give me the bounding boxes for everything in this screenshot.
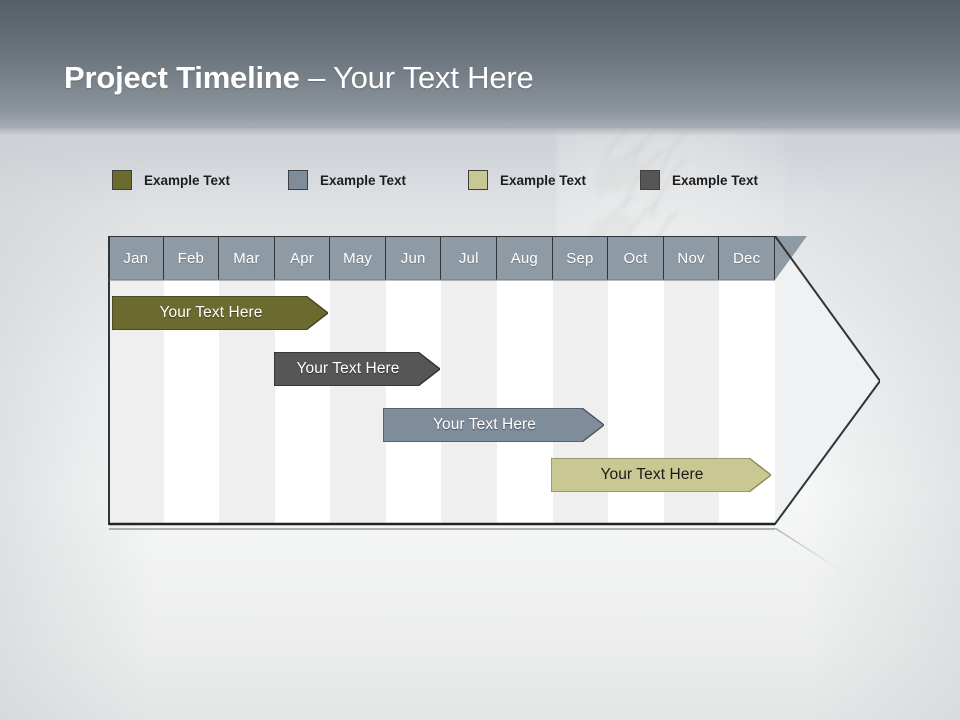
legend-swatch-icon-1 [112, 170, 132, 190]
page-title-bold: Project Timeline [64, 60, 300, 95]
task-bar-label-4: Your Text Here [600, 466, 704, 483]
task-bar-label-2: Your Text Here [296, 360, 400, 377]
task-bar-4[interactable]: Your Text Here [551, 458, 771, 492]
month-label-jul: Jul [458, 249, 479, 267]
month-column-jul[interactable]: Jul [441, 236, 498, 524]
month-header-jul[interactable]: Jul [441, 236, 498, 280]
month-label-dec: Dec [733, 249, 761, 267]
month-label-apr: Apr [290, 249, 314, 267]
month-label-mar: Mar [233, 249, 260, 267]
month-label-jan: Jan [123, 249, 149, 267]
task-bar-shape-2 [274, 352, 440, 386]
month-column-feb[interactable]: Feb [163, 236, 220, 524]
month-column-mar[interactable]: Mar [219, 236, 275, 524]
month-label-aug: Aug [510, 249, 538, 267]
arrow-head-header-wedge [775, 236, 807, 280]
legend-item-2[interactable]: Example Text [288, 170, 468, 190]
task-bar-1[interactable]: Your Text Here [112, 296, 328, 330]
month-column-body-aug [497, 280, 553, 524]
task-bar-shape-3 [383, 408, 604, 442]
legend-label-1: Example Text [144, 172, 231, 188]
month-label-oct: Oct [623, 249, 648, 267]
legend-item-1[interactable]: Example Text [112, 170, 288, 190]
arrow-head-fill [775, 236, 880, 524]
month-header-sep[interactable]: Sep [552, 236, 609, 280]
month-label-sep: Sep [566, 249, 594, 267]
month-column-body-jun [385, 280, 442, 524]
month-header-mar[interactable]: Mar [219, 236, 275, 280]
month-header-apr[interactable]: Apr [274, 236, 331, 280]
page-title-rest: – Your Text Here [299, 60, 534, 95]
title-band: Project Timeline – Your Text Here [0, 0, 960, 144]
month-header-jun[interactable]: Jun [385, 236, 442, 280]
month-column-body-jul [441, 280, 498, 524]
month-header-aug[interactable]: Aug [497, 236, 553, 280]
task-bar-label-3: Your Text Here [432, 416, 537, 433]
month-header-jan[interactable]: Jan [108, 236, 164, 280]
task-bar-shape-1 [112, 296, 328, 330]
month-column-body-may [330, 280, 386, 524]
legend-swatch-icon-4 [640, 170, 660, 190]
task-bar-shape-4 [551, 458, 771, 492]
month-label-nov: Nov [677, 249, 705, 267]
task-bar-3[interactable]: Your Text Here [383, 408, 604, 442]
month-header-oct[interactable]: Oct [608, 236, 664, 280]
task-bar-label-1: Your Text Here [159, 304, 263, 321]
month-label-feb: Feb [177, 249, 205, 267]
month-column-jan[interactable]: Jan [108, 236, 164, 524]
legend-swatch-icon-3 [468, 170, 488, 190]
legend-item-3[interactable]: Example Text [468, 170, 640, 190]
legend-label-4: Example Text [672, 172, 759, 188]
legend-swatch-icon-2 [288, 170, 308, 190]
timeline-chart: Jan Feb Mar Apr [108, 236, 880, 531]
legend: Example Text Example Text Example Text E… [112, 170, 758, 190]
month-header-nov[interactable]: Nov [663, 236, 720, 280]
month-header-dec[interactable]: Dec [719, 236, 775, 280]
page-title: Project Timeline – Your Text Here [64, 60, 534, 96]
month-label-may: May [343, 249, 373, 267]
month-header-may[interactable]: May [330, 236, 386, 280]
month-header-feb[interactable]: Feb [163, 236, 220, 280]
legend-item-4[interactable]: Example Text [640, 170, 758, 190]
task-bar-2[interactable]: Your Text Here [274, 352, 440, 386]
month-label-jun: Jun [400, 249, 426, 267]
legend-label-2: Example Text [320, 172, 407, 188]
month-column-aug[interactable]: Aug [497, 236, 553, 524]
legend-label-3: Example Text [500, 172, 587, 188]
